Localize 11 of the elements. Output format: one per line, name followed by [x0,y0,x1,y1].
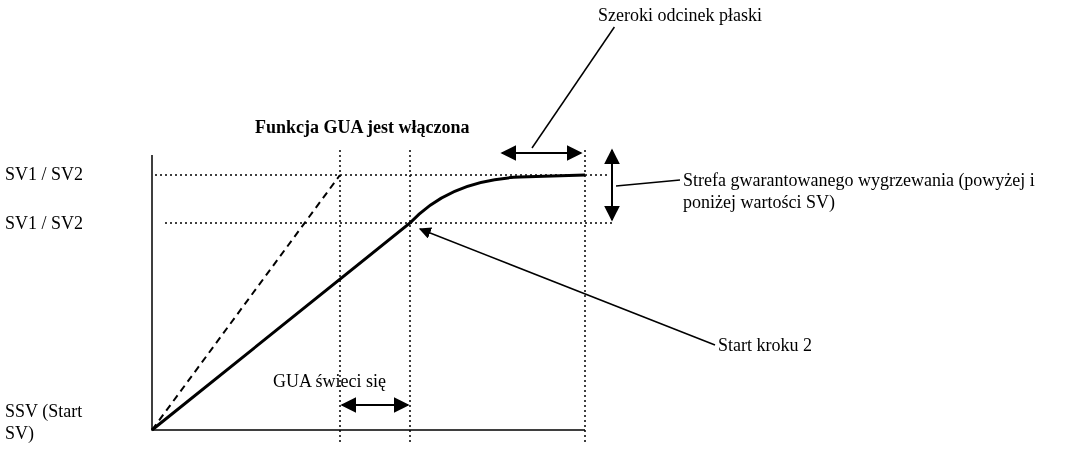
leader-line [615,179,681,187]
arrow [418,227,716,346]
axis-value-label: SSV (Start SV) [5,400,84,444]
leader-line [531,26,616,149]
callout-text: Szeroki odcinek płaski [598,4,762,26]
callout-text: Start kroku 2 [718,334,812,356]
state-label: GUA świeci się [273,370,386,392]
axis-value-label: SV1 / SV2 [5,163,84,185]
axis-value-label: SV1 / SV2 [5,212,84,234]
callout-text: Strefa gwarantowanego wygrzewania (powyżej i poniżej wartości SV) [683,169,1038,213]
chart-title: Funkcja GUA jest włączona [255,116,470,138]
